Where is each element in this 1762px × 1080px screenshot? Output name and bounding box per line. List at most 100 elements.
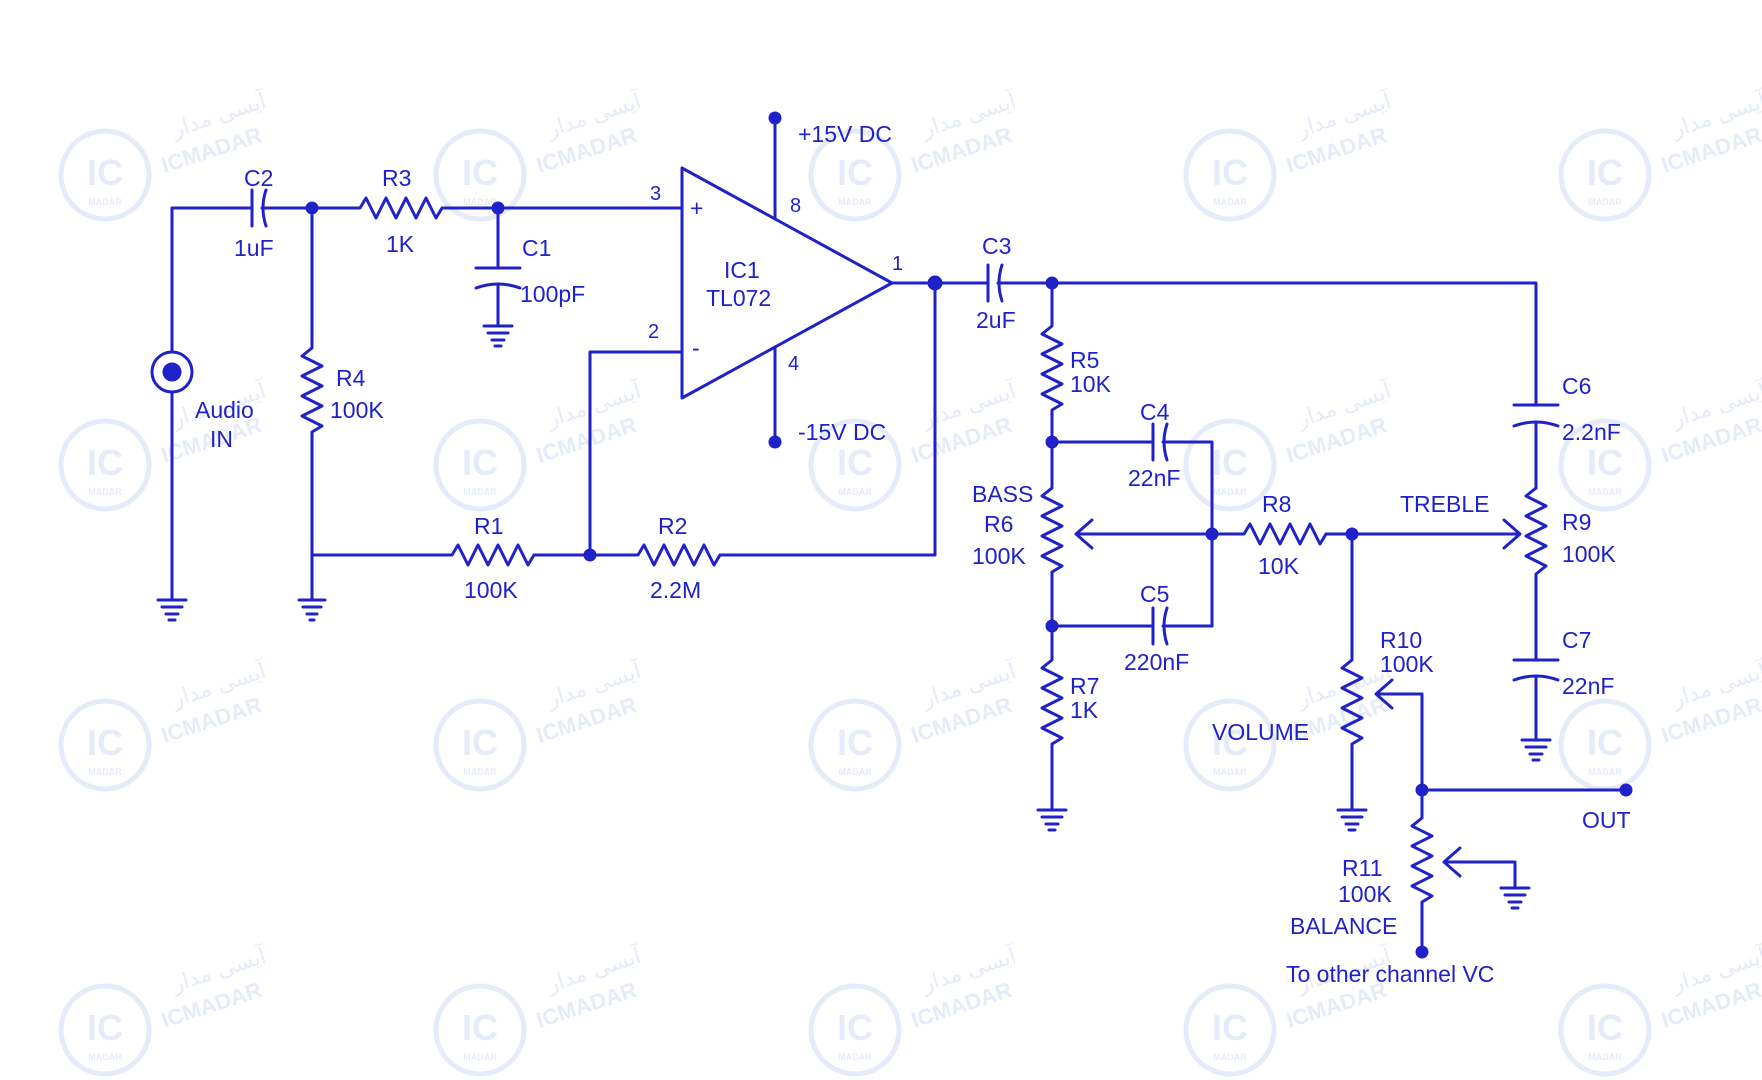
svg-text:IC: IC	[1212, 442, 1248, 483]
svg-text:IC: IC	[1212, 152, 1248, 193]
wire-treble-rail	[1050, 281, 1538, 407]
label-r8-value: 10K	[1258, 553, 1300, 579]
capacitor-c2	[250, 188, 314, 228]
svg-text:MADAR: MADAR	[1213, 767, 1247, 777]
terminal-vneg	[768, 435, 782, 449]
svg-text:IC: IC	[837, 442, 873, 483]
svg-text:IC: IC	[1212, 1007, 1248, 1048]
label-minus: -	[692, 335, 700, 361]
label-out: OUT	[1582, 807, 1631, 833]
label-c7-value: 22nF	[1562, 673, 1614, 699]
label-r1-value: 100K	[464, 577, 518, 603]
label-r10-value: 100K	[1380, 651, 1434, 677]
resistor-r4	[297, 206, 327, 622]
svg-text:MADAR: MADAR	[838, 487, 872, 497]
svg-text:IC: IC	[87, 152, 123, 193]
resistor-r7	[1036, 624, 1068, 832]
label-r4-ref: R4	[336, 365, 366, 391]
svg-text:IC: IC	[1587, 152, 1623, 193]
label-c5-ref: C5	[1140, 581, 1169, 607]
resistor-r5	[1040, 281, 1064, 444]
label-vpos: +15V DC	[798, 121, 892, 147]
label-audio-in-2: IN	[210, 426, 233, 452]
ground-symbol-input	[156, 598, 188, 622]
label-r4-value: 100K	[330, 397, 384, 423]
svg-text:MADAR: MADAR	[1588, 487, 1622, 497]
wiper-r11	[1444, 860, 1517, 890]
label-r9-function: TREBLE	[1400, 491, 1489, 517]
capacitor-c5	[1050, 606, 1214, 646]
svg-text:IC: IC	[462, 442, 498, 483]
label-c1-value: 100pF	[520, 281, 585, 307]
svg-text:IC: IC	[837, 1007, 873, 1048]
label-r9-ref: R9	[1562, 509, 1591, 535]
svg-text:MADAR: MADAR	[463, 1052, 497, 1062]
ground-symbol-r4	[297, 598, 327, 622]
svg-text:IC: IC	[1212, 722, 1248, 763]
label-r6-value: 100K	[972, 543, 1026, 569]
label-pin-3: 3	[650, 183, 661, 205]
wire-inverting	[588, 350, 684, 557]
label-c1-ref: C1	[522, 235, 551, 261]
svg-text:IC: IC	[1587, 1007, 1623, 1048]
label-r5-value: 10K	[1070, 371, 1112, 397]
svg-text:IC: IC	[1587, 442, 1623, 483]
svg-text:MADAR: MADAR	[838, 767, 872, 777]
label-r7-ref: R7	[1070, 673, 1099, 699]
label-r11-ref: R11	[1342, 855, 1383, 881]
label-r9-value: 100K	[1562, 541, 1616, 567]
label-c6-value: 2.2nF	[1562, 419, 1621, 445]
terminal-other-channel	[1415, 945, 1429, 959]
label-r10-function: VOLUME	[1212, 719, 1309, 745]
resistor-r1	[310, 543, 592, 567]
svg-text:IC: IC	[1587, 722, 1623, 763]
label-c5-value: 220nF	[1124, 649, 1189, 675]
wiper-r10	[1376, 692, 1424, 792]
label-c3-value: 2uF	[976, 307, 1016, 333]
label-pin-1: 1	[892, 253, 903, 275]
circuit	[150, 111, 1633, 959]
capacitor-c4	[1050, 422, 1214, 628]
capacitor-c7	[1512, 658, 1560, 762]
label-c2-ref: C2	[244, 165, 273, 191]
svg-text:IC: IC	[87, 442, 123, 483]
label-r10-ref: R10	[1380, 627, 1422, 653]
potentiometer-r9	[1524, 486, 1548, 662]
audio-input-jack	[150, 206, 254, 622]
label-r6-function: BASS	[972, 481, 1033, 507]
label-r2-ref: R2	[658, 513, 687, 539]
potentiometer-r11	[1410, 788, 1531, 954]
label-r3-ref: R3	[382, 165, 411, 191]
label-ic1-part: TL072	[706, 285, 771, 311]
label-pin-8: 8	[790, 195, 801, 217]
label-c6-ref: C6	[1562, 373, 1591, 399]
label-r5-ref: R5	[1070, 347, 1099, 373]
svg-text:MADAR: MADAR	[88, 1052, 122, 1062]
label-r8-ref: R8	[1262, 491, 1291, 517]
svg-text:MADAR: MADAR	[1213, 1052, 1247, 1062]
resistor-r8	[1210, 522, 1354, 546]
svg-text:MADAR: MADAR	[463, 197, 497, 207]
labels: +15V DC -15V DC Audio IN C2 1uF R3 1K C1…	[195, 121, 1631, 987]
label-pin-4: 4	[788, 353, 799, 375]
label-r6-ref: R6	[984, 511, 1013, 537]
label-audio-in-1: Audio	[195, 397, 254, 423]
svg-text:MADAR: MADAR	[463, 487, 497, 497]
label-pin-2: 2	[648, 321, 659, 343]
svg-text:IC: IC	[837, 722, 873, 763]
